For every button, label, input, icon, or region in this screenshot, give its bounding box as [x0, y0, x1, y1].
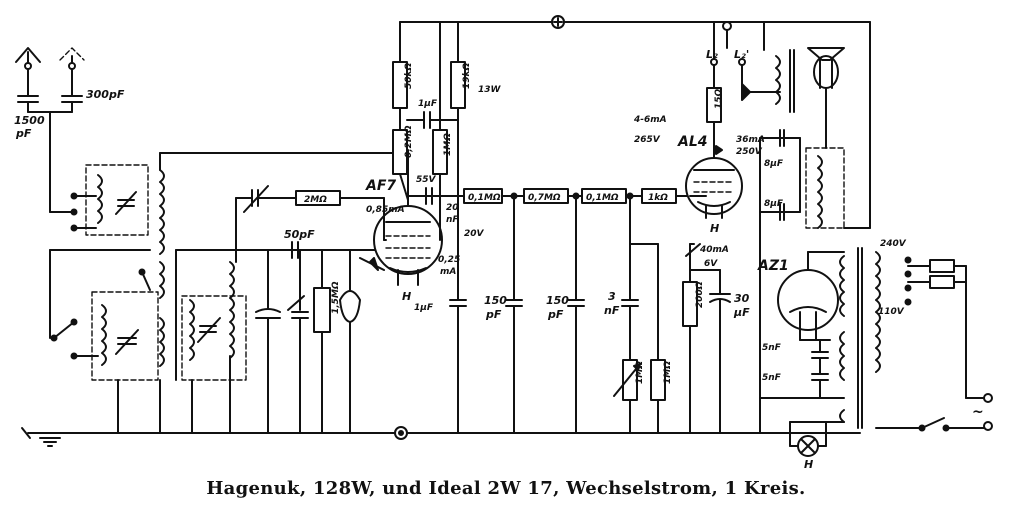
r-50k-label: 50kΩ: [404, 62, 414, 89]
field-coil-and-filter: [759, 21, 871, 434]
al4-cathode: [682, 243, 731, 434]
al4-40ma-label: 40mA: [699, 245, 729, 255]
r-1m-b-label: 1MΩ: [663, 361, 673, 384]
grid-leak-resistor: [313, 249, 331, 434]
c-20nf-b-label: nF: [446, 215, 459, 225]
c-150-b-unit: pF: [547, 308, 564, 321]
pot-1m-label: 1MΩ: [635, 361, 645, 384]
c-grid-label: 50pF: [284, 228, 315, 241]
al4-36ma-label: 36mA: [736, 135, 765, 145]
tuning-capacitor: [255, 249, 309, 434]
voltage-selector: [904, 256, 967, 399]
al4-tube: [685, 127, 743, 219]
r-19k-branch: [449, 21, 467, 434]
resistor-2m: [295, 190, 385, 206]
c-5nf-b-label: 5nF: [762, 373, 782, 383]
circuit-schematic: 1500 pF 300pF: [14, 15, 993, 470]
c-150-b-label: 150: [546, 294, 569, 307]
tube-az1-label: AZ1: [757, 258, 789, 274]
af7-anode-supply: [392, 21, 459, 201]
af7-025-label: 0,25: [438, 255, 460, 265]
r-01m-b-label: 0,1MΩ: [586, 193, 619, 203]
c-3nf-a-label: 3: [608, 290, 616, 303]
mains-input: [875, 393, 993, 432]
c-1uf-top-label: 1µF: [418, 99, 438, 109]
filter-capacitors: [505, 195, 666, 434]
tube-af7-label: AF7: [365, 178, 396, 194]
v-110-label: 110V: [878, 307, 905, 317]
c-antenna-1-label: 1500: [14, 114, 45, 127]
h-al4-label: H: [710, 222, 719, 235]
af7-screen-supply: [419, 21, 461, 241]
antenna-2: [59, 47, 85, 113]
c-3nf-b-label: nF: [604, 304, 620, 317]
al4-anode-supply: [706, 21, 722, 159]
r-15-label: 15Ω: [714, 88, 724, 109]
c-30uf-b-label: µF: [733, 306, 750, 319]
c-8uf-b-label: 8µF: [764, 199, 784, 209]
r-200-label: 200Ω: [695, 281, 705, 308]
reaction-capacitor: [235, 185, 297, 263]
c-5nf-a-label: 5nF: [762, 343, 782, 353]
c-150-a-label: 150: [484, 294, 507, 307]
figure-caption: Hagenuk, 128W, und Ideal 2W 17, Wechsels…: [206, 478, 806, 499]
antenna-1: [15, 47, 41, 113]
al4-265v-label: 265V: [634, 135, 661, 145]
v-20v-label: 20V: [464, 229, 485, 239]
l2-label: L₂: [706, 48, 718, 61]
c-20nf-a-label: 20: [446, 203, 459, 213]
r-02m-a-label: 0,2MΩ: [404, 125, 414, 158]
speaker-section: [710, 21, 845, 149]
mains-transformer: [825, 247, 881, 429]
al4-250v-label: 250V: [736, 147, 763, 157]
r-1k-label: 1kΩ: [648, 193, 668, 203]
antenna-coil-upper: [49, 164, 149, 236]
r-1m-label: 1MΩ: [443, 133, 453, 156]
filter-chain: [407, 188, 707, 204]
l2p-label: L₂': [734, 48, 749, 61]
top-rail: [399, 15, 871, 29]
p-13w-label: 13W: [478, 85, 502, 95]
tube-al4-label: AL4: [677, 134, 708, 150]
r-grid-label: 2MΩ: [304, 195, 327, 205]
antenna-coil-lower: [50, 291, 159, 381]
c-1uf-bottom-label: 1µF: [414, 303, 434, 313]
c-150-a-unit: pF: [485, 308, 502, 321]
r-19k-label: 19kΩ: [462, 62, 472, 89]
detector-coil-block: [175, 249, 401, 434]
feedback-lamp: [339, 249, 361, 434]
af7-ma-label: mA: [440, 267, 456, 277]
af7-current-label: 0,85mA: [366, 205, 405, 215]
az1-rectifier: [777, 251, 845, 341]
c-8uf-a-label: 8µF: [764, 159, 784, 169]
h-lamp-label: H: [804, 458, 813, 470]
af7-55v-label: 55V: [416, 175, 437, 185]
r-grid-leak-label: 1,5MΩ: [331, 281, 341, 314]
c-antenna-2-label: 300pF: [86, 88, 125, 101]
grid-capacitor-50pf: [291, 241, 299, 259]
al4-6v-label: 6V: [704, 259, 718, 269]
c-antenna-1-unit: pF: [15, 127, 32, 140]
c-30uf-a-label: 30: [734, 292, 750, 305]
h-af7-label: H: [402, 290, 411, 303]
al4-i1-label: 4-6mA: [633, 115, 667, 125]
ac-symbol: ~: [972, 404, 984, 420]
r-01m-label: 0,1MΩ: [468, 193, 501, 203]
ground-rail: [21, 426, 861, 447]
r-07m-label: 0,7MΩ: [528, 193, 561, 203]
az1-caps: [759, 339, 845, 399]
v-240-label: 240V: [880, 239, 907, 249]
pilot-lamp: [789, 421, 827, 457]
rf-transformer: [117, 152, 401, 434]
